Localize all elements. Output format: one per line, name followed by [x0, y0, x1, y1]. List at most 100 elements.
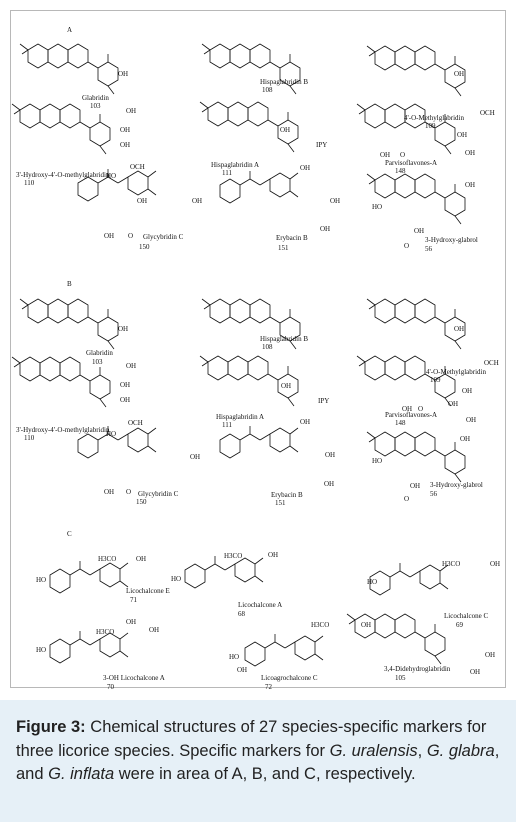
atom-label: H3CO: [224, 552, 243, 560]
atom-label: OH: [460, 435, 471, 443]
atom-label: H3CO: [442, 560, 461, 568]
atom-label: OH: [268, 551, 279, 559]
compound-number: 111: [222, 169, 232, 177]
compound-number: 105: [395, 674, 406, 682]
compound-number: 69: [456, 621, 463, 629]
atom-label: OH: [465, 181, 476, 189]
atom-label: O: [128, 232, 134, 240]
caption-text: Chemical structures of 27 species-specif…: [16, 718, 487, 760]
compound-number: 111: [222, 421, 232, 429]
compound-name: Hispaglabridin A: [216, 413, 265, 421]
compound-name: Glycybridin C: [138, 490, 179, 498]
compound-name: Glabridin: [86, 349, 113, 357]
atom-label: O: [404, 242, 410, 250]
atom-label: OH: [466, 416, 477, 424]
atom-label: OH: [410, 482, 421, 490]
atom-label: OH: [300, 164, 311, 172]
atom-label: OH: [325, 451, 336, 459]
figure-caption: Figure 3: Chemical structures of 27 spec…: [16, 716, 508, 787]
compound-name: 3,4-Didehydroglabridin: [384, 665, 451, 673]
atom-label: O: [404, 495, 410, 503]
caption-text-end: were in area of A, B, and C, respectivel…: [114, 765, 416, 783]
caption-species-1: G. uralensis: [329, 741, 418, 760]
atom-label: O: [418, 405, 424, 413]
compound-number: 109: [430, 376, 441, 384]
atom-label: OCH: [484, 359, 499, 367]
caption-separator: , and: [16, 741, 500, 784]
atom-label: OH: [118, 325, 129, 333]
atom-label: OH: [126, 618, 137, 626]
atom-label: HO: [372, 457, 383, 465]
compound-number: 108: [262, 86, 273, 94]
compound-number: 70: [107, 683, 114, 691]
atom-label: HO: [106, 172, 117, 180]
atom-label: HO: [229, 653, 240, 661]
compound-number: 151: [278, 244, 289, 252]
compound-name: Parvisoflavones-A: [385, 159, 438, 167]
compound-number: 150: [139, 243, 150, 251]
atom-label: OH: [454, 325, 465, 333]
atom-label: HO: [36, 646, 47, 654]
atom-label: OH: [120, 141, 131, 149]
compound-name: 3-Hydroxy-glabrol: [430, 481, 483, 489]
compound-name: 4'-O-Methylglabridin: [426, 368, 486, 376]
chemical-structures-drawing: [11, 43, 466, 667]
atom-label: OH: [149, 626, 160, 634]
atom-label: OH: [470, 668, 481, 676]
atom-label: HO: [106, 430, 117, 438]
caption-separator: ,: [417, 741, 427, 760]
compound-name: Licoagrochalcone C: [261, 674, 318, 682]
atom-label: OH: [414, 227, 425, 235]
panel-letter-a: A: [67, 26, 73, 34]
atom-label: OH: [462, 387, 473, 395]
caption-label: Figure 3:: [16, 718, 86, 736]
atom-label: OH: [454, 70, 465, 78]
atom-label: OH: [136, 555, 147, 563]
compound-number: 148: [395, 419, 406, 427]
atom-label: OH: [104, 488, 115, 496]
compound-name: Hispaglabridin A: [211, 161, 260, 169]
atom-label: OH: [330, 197, 341, 205]
compound-number: 110: [24, 434, 35, 442]
compound-number: 71: [130, 596, 137, 604]
atom-label: OH: [402, 405, 413, 413]
atom-label: HO: [367, 578, 378, 586]
panel-letter-b: B: [67, 280, 72, 288]
atom-label: OH: [465, 149, 476, 157]
atom-label: OCH: [480, 109, 495, 117]
atom-label: OH: [361, 621, 372, 629]
panel-letter-c: C: [67, 530, 72, 538]
compound-number: 103: [90, 102, 101, 110]
atom-label: OH: [120, 396, 131, 404]
atom-label: OH: [320, 225, 331, 233]
atom-label: OH: [380, 151, 391, 159]
compound-number: 150: [136, 498, 147, 506]
compound-name: Licochalcone C: [444, 612, 489, 620]
compound-name: Licochalcone E: [126, 587, 170, 595]
compound-name: Licochalcone A: [238, 601, 283, 609]
atom-label: HO: [171, 575, 182, 583]
atom-label: O: [126, 488, 132, 496]
atom-label: H3CO: [98, 555, 117, 563]
compound-name: Glycybridin C: [143, 233, 184, 241]
atom-label: OH: [448, 400, 459, 408]
atom-label: IPY: [316, 141, 328, 149]
compound-name: Parvisoflavones-A: [385, 411, 438, 419]
atom-label: IPY: [318, 397, 330, 405]
atom-label: O: [400, 151, 406, 159]
atom-label: HO: [372, 203, 383, 211]
atom-label: HO: [36, 576, 47, 584]
compound-number: 68: [238, 610, 245, 618]
atom-label: OH: [190, 453, 201, 461]
compound-name: 3-Hydroxy-glabrol: [425, 236, 478, 244]
atom-label: OH: [485, 651, 496, 659]
atom-label: OCH: [128, 419, 143, 427]
compound-number: 148: [395, 167, 406, 175]
compound-name: Glabridin: [82, 94, 109, 102]
atom-label: OH: [192, 197, 203, 205]
atom-label: OH: [104, 232, 115, 240]
atom-label: OH: [120, 126, 131, 134]
compound-number: 109: [425, 122, 436, 130]
atom-label: H3CO: [311, 621, 330, 629]
